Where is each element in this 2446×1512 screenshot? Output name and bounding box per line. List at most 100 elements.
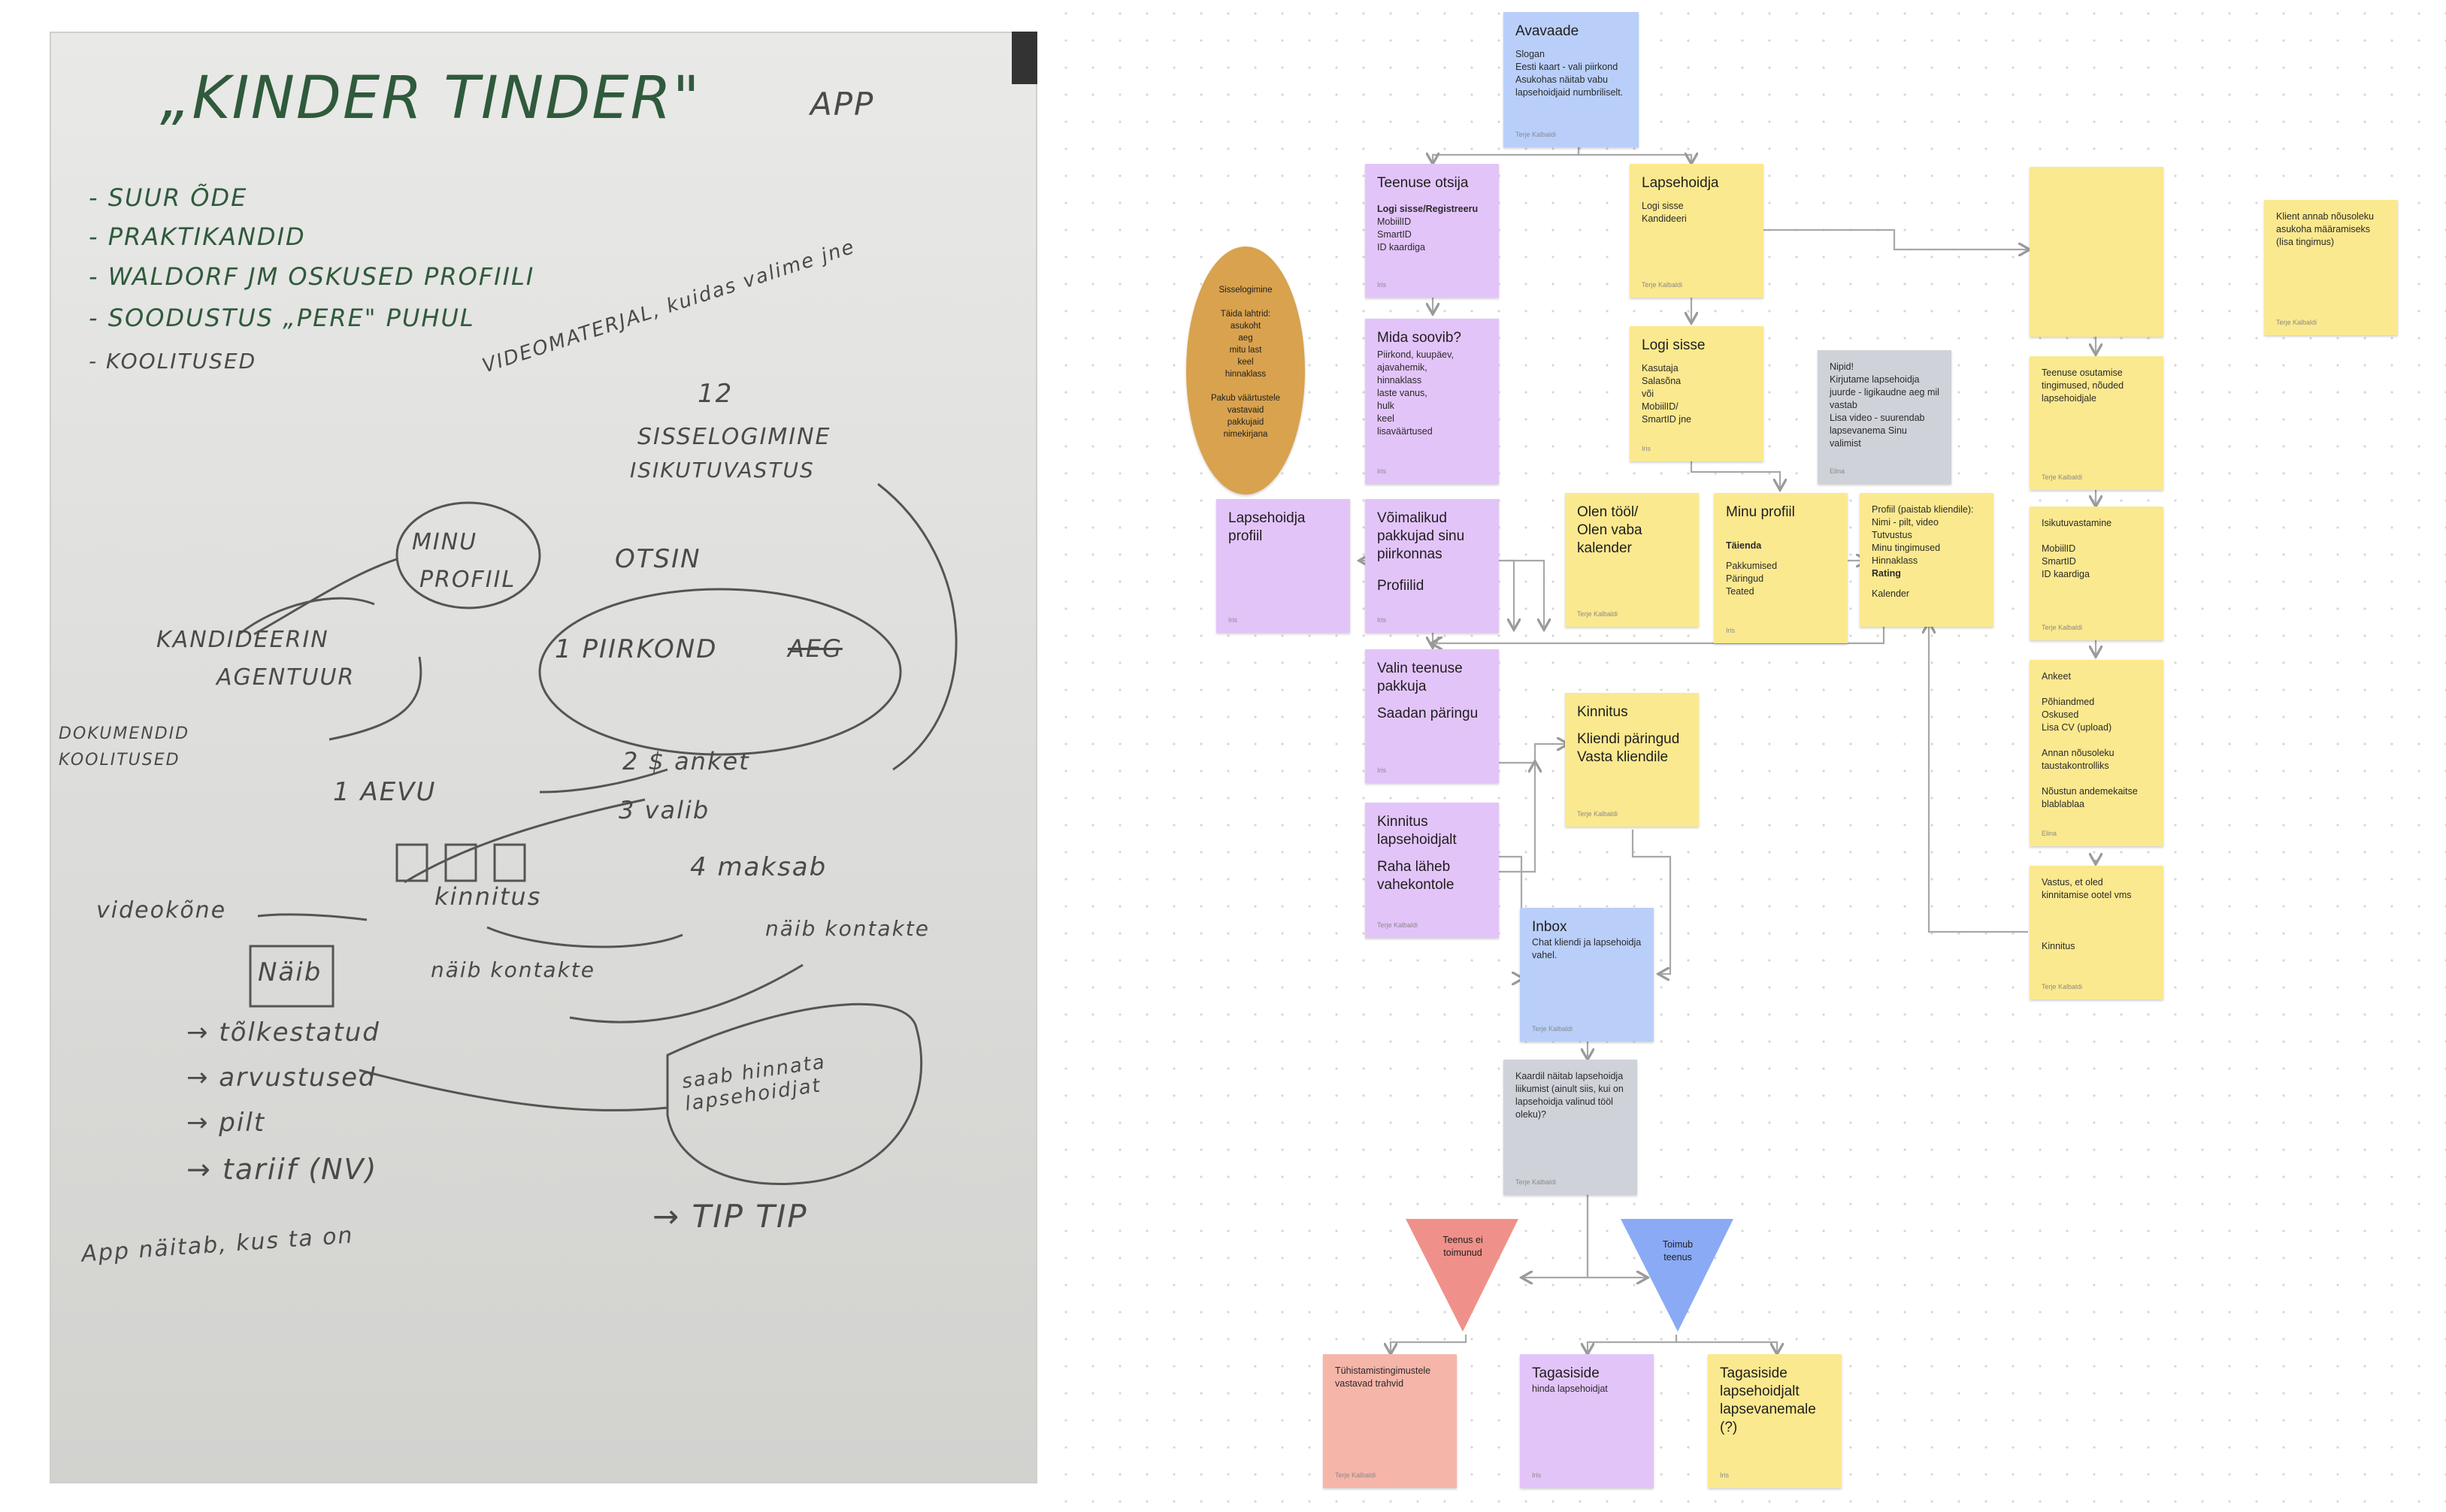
triangle-toimub-text: Toimub teenus <box>1662 1239 1694 1263</box>
sketch-tip: → TIP TIP <box>652 1198 808 1235</box>
note-title: Võimalikud pakkujad sinu piirkonnas <box>1377 510 1465 562</box>
sketch-sisselogimine: SISSELOGIMINE <box>637 424 831 450</box>
note-author: Terje Kalbaldi <box>1577 810 1618 818</box>
note-body: Slogan Eesti kaart - vali piirkond Asuko… <box>1515 49 1624 98</box>
sketch-kandideerin: KANDIDEERIN <box>156 627 329 653</box>
note-author: Elina <box>2042 830 2057 837</box>
note-title: Olen tööl/ Olen vaba kalender <box>1577 504 1642 556</box>
note-body: Kaardil näitab lapsehoidja liikumist (ai… <box>1515 1071 1624 1120</box>
ellipse-sisselogimine[interactable] <box>1186 246 1305 494</box>
sketch-minu: MINU <box>412 529 478 555</box>
note-vastus[interactable]: Vastus, et oled kinnitamise ootel vms Ki… <box>2030 866 2163 999</box>
ellipse-sisselogimine-text: Sisselogimine Täida lahtrid: asukoht aeg… <box>1210 286 1281 439</box>
photo-list-item: - KOOLITUSED <box>89 349 257 373</box>
note-body-bold: Täienda <box>1726 540 1762 551</box>
note-body: Logi sisse Kandideeri <box>1642 201 1687 224</box>
note-body-end: Kalender <box>1872 588 1910 599</box>
note-body: Chat kliendi ja lapsehoidja vahel. <box>1532 937 1642 960</box>
photo-corner <box>1012 32 1037 84</box>
note-title: Kinnitus lapsehoidjalt <box>1377 814 1457 848</box>
photo-title-app: APP <box>810 86 875 122</box>
note-kinnitus[interactable]: Kinnitus Kliendi päringud Vasta kliendil… <box>1565 693 1699 827</box>
note-avavaade[interactable]: Avavaade Slogan Eesti kaart - vali piirk… <box>1503 12 1639 147</box>
note-valin-teenuse[interactable]: Valin teenuse pakkuja Saadan päringu Iri… <box>1365 649 1499 783</box>
note-title: Teenuse otsija <box>1377 175 1469 191</box>
sketch-number: 12 <box>698 379 734 409</box>
note-title: Minu profiil <box>1726 504 1795 520</box>
sketch-list2-item: → tariif (NV) <box>186 1153 378 1186</box>
note-title-2: Raha läheb vahekontole <box>1377 859 1455 893</box>
note-title: Avavaade <box>1515 23 1579 39</box>
note-tyhistamistingimused[interactable]: Tühistamistingimustele vastavad trahvid … <box>1323 1354 1457 1488</box>
triangle-toimub-teenus[interactable] <box>1618 1216 1738 1336</box>
note-tagasiside-lapsehoidjalt[interactable]: Tagasiside lapsehoidjalt lapsevanemale (… <box>1708 1354 1842 1488</box>
sketch-list2-item: → tõlkestatud <box>186 1018 380 1048</box>
note-author: Iris <box>1377 616 1386 624</box>
sketch-dokumendid: DOKUMENDID <box>59 724 190 743</box>
sketch-agentuur: AGENTUUR <box>216 664 356 691</box>
sketch-maksab: 4 maksab <box>690 852 828 882</box>
note-isikutuvastamine[interactable]: Isikutuvastamine MobiilID SmartID ID kaa… <box>2030 507 2163 640</box>
note-title-2: Saadan päringu <box>1377 706 1479 721</box>
note-author: Iris <box>1377 467 1386 475</box>
note-body: Pakkumised Päringud Teated <box>1726 561 1778 597</box>
sketch-anket: 2 $ anket <box>622 747 750 776</box>
note-klient-nousolek[interactable]: Klient annab nõusoleku asukoha määramise… <box>2264 200 2398 335</box>
note-author: Terje Kalbaldi <box>2042 983 2083 990</box>
note-author: Terje Kalbaldi <box>1515 1178 1557 1186</box>
whiteboard-photo: „KINDER TINDER" APP - SUUR ÕDE - PRAKTIK… <box>51 32 1037 1482</box>
note-voimalikud-pakkujad[interactable]: Võimalikud pakkujad sinu piirkonnas Prof… <box>1365 499 1499 633</box>
note-body: Isikutuvastamine MobiilID SmartID ID kaa… <box>2042 518 2112 579</box>
sketch-valib: 3 valib <box>619 796 710 824</box>
note-kandideerja[interactable] <box>2030 167 2163 337</box>
note-title: Logi sisse <box>1642 337 1706 353</box>
note-profiil-paistab[interactable]: Profiil (paistab kliendile): Nimi - pilt… <box>1860 493 1993 627</box>
triangle-teenus-ei-toimunud[interactable] <box>1403 1216 1523 1336</box>
note-minu-profiil[interactable]: Minu profiil Täienda Pakkumised Päringud… <box>1714 493 1848 643</box>
note-body: Teenuse osutamise tingimused, nõuded lap… <box>2042 367 2124 404</box>
note-lapsehoidja-profiil[interactable]: Lapsehoidja profiil Iris <box>1216 499 1350 633</box>
pencil-sketch-lines <box>238 482 958 1185</box>
note-tagasiside[interactable]: Tagasiside hinda lapsehoidjat Iris <box>1520 1354 1654 1488</box>
note-title: Valin teenuse pakkuja <box>1377 661 1463 694</box>
note-author: Iris <box>1228 616 1237 624</box>
note-author: Terje Kalbaldi <box>2276 319 2317 326</box>
sketch-piirkond: 1 PIIRKOND <box>555 634 718 664</box>
note-kaardil[interactable]: Kaardil näitab lapsehoidja liikumist (ai… <box>1503 1060 1637 1195</box>
photo-list-item: - PRAKTIKANDID <box>89 222 306 251</box>
photo-title: „KINDER TINDER" <box>160 65 701 132</box>
note-author: Terje Kalbaldi <box>1515 131 1557 138</box>
sketch-aeg: AEG <box>788 634 843 663</box>
sketch-profiil: PROFIIL <box>419 567 516 593</box>
sketch-naib-box: Näib <box>258 957 322 987</box>
note-nipid[interactable]: Nipid! Kirjutame lapsehoidja juurde - li… <box>1818 350 1951 484</box>
note-title: Kinnitus <box>1577 704 1628 720</box>
note-author: Terje Kalbaldi <box>2042 624 2083 631</box>
note-inbox[interactable]: Inbox Chat kliendi ja lapsehoidja vahel.… <box>1520 908 1654 1042</box>
note-author: Iris <box>1377 281 1386 289</box>
note-body: hinda lapsehoidjat <box>1532 1383 1608 1394</box>
note-ankeet[interactable]: Ankeet Põhiandmed Oskused Lisa CV (uploa… <box>2030 660 2163 846</box>
note-author: Iris <box>1532 1471 1541 1479</box>
sketch-isikutuvastus: ISIKUTUVASTUS <box>630 458 815 482</box>
sketch-list2-item: → pilt <box>186 1108 266 1138</box>
note-kinnitus-lapsehoidjalt[interactable]: Kinnitus lapsehoidjalt Raha läheb vaheko… <box>1365 803 1499 938</box>
note-teenuse-osutamise[interactable]: Teenuse osutamise tingimused, nõuded lap… <box>2030 356 2163 490</box>
note-mida-soovib[interactable]: Mida soovib? Piirkond, kuupäev, ajavahem… <box>1365 319 1499 484</box>
note-author: Terje Kalbaldi <box>1377 921 1418 929</box>
note-lapsehoidja[interactable]: Lapsehoidja Logi sisse Kandideeri Terje … <box>1630 164 1763 298</box>
note-teenuse-otsija[interactable]: Teenuse otsija Logi sisse/Registreeru Mo… <box>1365 164 1499 298</box>
sketch-aevu: 1 AEVU <box>333 777 437 807</box>
note-author: Iris <box>1642 445 1651 452</box>
note-author: Terje Kalbaldi <box>1532 1025 1573 1033</box>
note-author: Iris <box>1726 627 1735 634</box>
sketch-kinnitus: kinnitus <box>434 882 542 911</box>
note-body-bold: Rating <box>1872 568 1901 579</box>
note-body: MobiilID SmartID ID kaardiga <box>1377 216 1425 253</box>
note-body: Kasutaja Salasõna või MobiilID/ SmartID … <box>1642 363 1691 425</box>
photo-list-item: - SUUR ÕDE <box>89 183 248 212</box>
note-logi-sisse[interactable]: Logi sisse Kasutaja Salasõna või MobiilI… <box>1630 326 1763 461</box>
note-body: Profiil (paistab kliendile): Nimi - pilt… <box>1872 504 1974 566</box>
note-olen-tool[interactable]: Olen tööl/ Olen vaba kalender Terje Kalb… <box>1565 493 1699 627</box>
sketch-naib-kontakte: näib kontakte <box>765 916 931 941</box>
